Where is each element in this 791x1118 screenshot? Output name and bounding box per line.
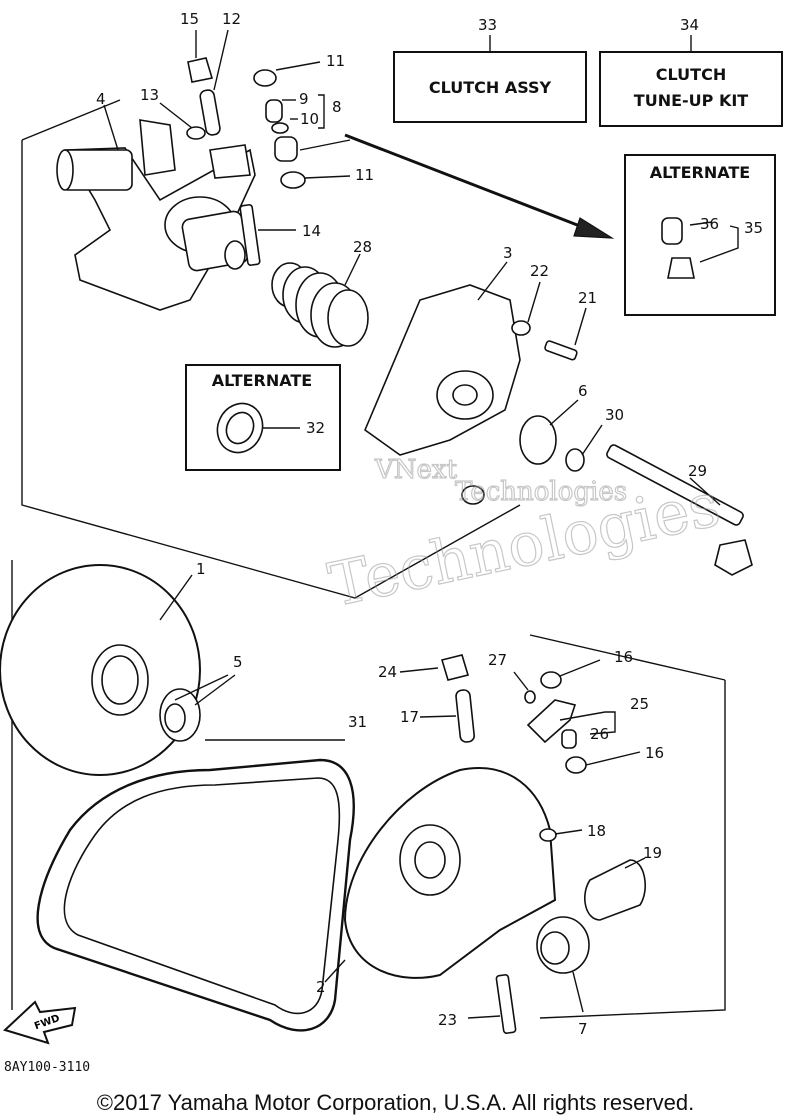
callout-6: 6 [578,382,588,400]
alternate-box-left: ALTERNATE [185,364,341,471]
callout-29: 29 [688,462,707,480]
callout-17: 17 [400,708,419,726]
upper-assembly-frame [21,99,521,599]
watermark-vnext-small: VNext [374,455,458,485]
watermark-technologies-small: Technologies [455,477,627,507]
callout-16-bottom: 16 [645,744,664,762]
alternate-left-text: ALTERNATE [212,371,312,390]
callout-4: 4 [96,90,106,108]
callout-32: 32 [306,419,325,437]
callout-36: 36 [700,215,719,233]
callout-13: 13 [140,86,159,104]
part-22-nut [511,320,531,336]
part-13-bolt [186,126,206,140]
part-8-weight [274,136,298,162]
part-15-cap [187,57,214,83]
alternate-right-text: ALTERNATE [650,163,750,182]
fixed-sheave-hub [56,119,256,311]
callout-15: 15 [180,10,199,28]
part-20-bolt [461,485,485,505]
clutch-tune-up-kit-box: CLUTCH TUNE-UP KIT [599,35,783,127]
callout-22: 22 [530,262,549,280]
leader-lines [103,29,721,1019]
callout-1: 1 [196,560,206,578]
part-19-sleeve [584,859,646,921]
part-29-bolt [606,444,753,576]
callout-5: 5 [233,653,243,671]
tune-up-kit-text-1: CLUTCH [656,65,726,84]
callout-2: 2 [316,978,326,996]
part-11-washer-top [253,69,277,87]
part-31-drive-belt [36,758,355,1032]
callout-9: 9 [299,90,309,108]
copyright-notice: ©2017 Yamaha Motor Corporation, U.S.A. A… [96,1090,695,1115]
part-3-cover [364,284,521,456]
callout-18: 18 [587,822,606,840]
callout-11-top: 11 [326,52,345,70]
clutch-assy-text: CLUTCH ASSY [429,78,552,97]
callout-21: 21 [578,289,597,307]
part-27-screw [524,690,536,704]
part-21-screw [544,340,578,361]
diagram-code: 8AY100-3110 [4,1060,91,1075]
part-11-washer-bottom [280,171,306,189]
callout-25: 25 [630,695,649,713]
part-16-washer-top [540,671,562,689]
clutch-assy-box: CLUTCH ASSY [393,35,587,123]
callout-14: 14 [302,222,321,240]
part-6-bushing [519,415,557,465]
callout-33: 33 [478,16,497,34]
callout-23: 23 [438,1011,457,1029]
callout-30: 30 [605,406,624,424]
watermark: VNext Technologies Technologies [322,454,726,621]
part-26-roller [561,729,577,749]
alternate-box-right: ALTERNATE [624,154,776,316]
callout-10: 10 [300,110,319,128]
part-24-cap [440,654,470,681]
part-16-washer-bottom [565,756,587,774]
part-7-bushing [536,916,590,974]
part-28-spring [271,262,369,348]
callout-16-top: 16 [614,648,633,666]
callout-28: 28 [353,238,372,256]
part-5-bushing [159,688,201,742]
callout-26: 26 [590,725,609,743]
callout-35: 35 [744,219,763,237]
callouts: 15 12 4 13 11 9 10 8 11 14 28 33 34 36 3… [96,10,763,1038]
part-17-pin [455,689,475,743]
part-12-pin [199,89,221,136]
part-2-secondary-sheave [343,767,557,979]
callout-19: 19 [643,844,662,862]
direction-arrow [344,133,615,239]
part-10-ring [271,122,289,134]
part-30-washer [565,448,585,472]
callout-27: 27 [488,651,507,669]
callout-31: 31 [348,713,367,731]
part-14-bolt [239,204,261,266]
callout-8: 8 [332,98,342,116]
fwd-arrow-icon: FWD [3,1000,77,1045]
callout-24: 24 [378,663,397,681]
part-9-roller [265,99,283,123]
callout-7: 7 [578,1020,588,1038]
part-23-bolt [495,974,517,1034]
callout-12: 12 [222,10,241,28]
callout-11-bottom: 11 [355,166,374,184]
tune-up-kit-text-2: TUNE-UP KIT [634,91,749,110]
part-18-screw [539,828,557,842]
callout-3: 3 [503,244,513,262]
part-25-weight [526,699,577,744]
callout-34: 34 [680,16,699,34]
part-1-sliding-sheave [0,564,201,776]
